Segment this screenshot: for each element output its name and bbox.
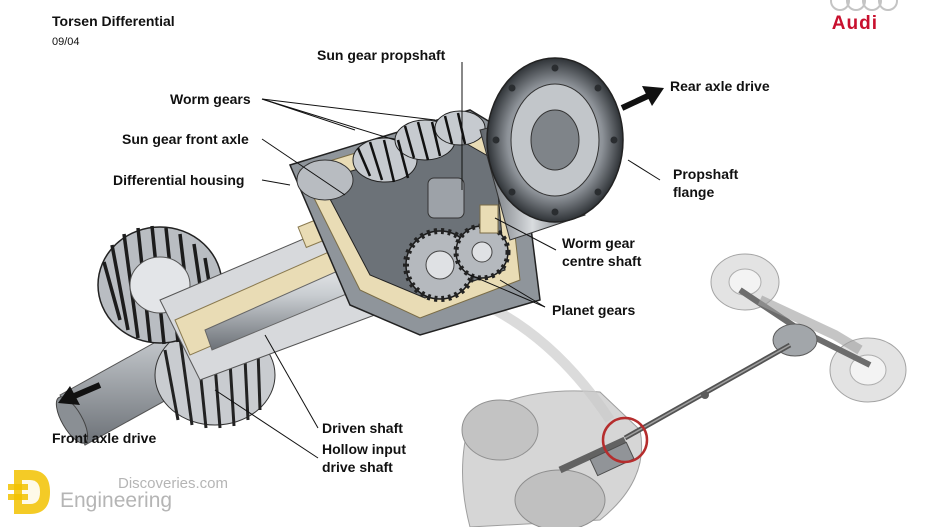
label-sun-gear-front-axle: Sun gear front axle: [122, 131, 249, 147]
planet-gears: [403, 204, 511, 302]
label-planet-gears: Planet gears: [552, 302, 636, 318]
label-worm-gears: Worm gears: [170, 91, 251, 107]
label-sun-gear-propshaft: Sun gear propshaft: [317, 47, 446, 63]
page-title: Torsen Differential: [52, 13, 175, 29]
leader-lines: [214, 62, 661, 459]
rear-propshaft: [479, 57, 624, 241]
rear-axle-arrow: [620, 86, 664, 111]
label-front-axle-drive: Front axle drive: [52, 430, 157, 446]
watermark-text-line1: Discoveries.com: [118, 475, 229, 492]
front-axle-arrow: [58, 382, 102, 405]
label-propshaft-flange-line2: flange: [673, 184, 715, 200]
label-rear-axle-drive: Rear axle drive: [670, 78, 770, 94]
worm-gears: [352, 110, 486, 219]
label-worm-gear-centre-line1: Worm gear: [562, 235, 635, 251]
audi-rings-icon: [829, 0, 898, 11]
label-driven-shaft: Driven shaft: [322, 420, 403, 436]
watermark-logo-icon: [8, 470, 50, 514]
label-differential-housing: Differential housing: [113, 172, 245, 188]
date-code: 09/04: [52, 36, 80, 48]
label-hollow-input-line1: Hollow input: [322, 441, 406, 457]
audi-logo: Audi: [829, 0, 898, 35]
label-hollow-input-line2: drive shaft: [322, 459, 393, 475]
vehicle-drivetrain-inset: [461, 253, 907, 527]
label-propshaft-flange-line1: Propshaft: [673, 166, 739, 182]
brand-wordmark: Audi: [831, 13, 878, 34]
label-worm-gear-centre-line2: centre shaft: [562, 253, 642, 269]
watermark-text-line2: Engineering: [60, 489, 173, 512]
